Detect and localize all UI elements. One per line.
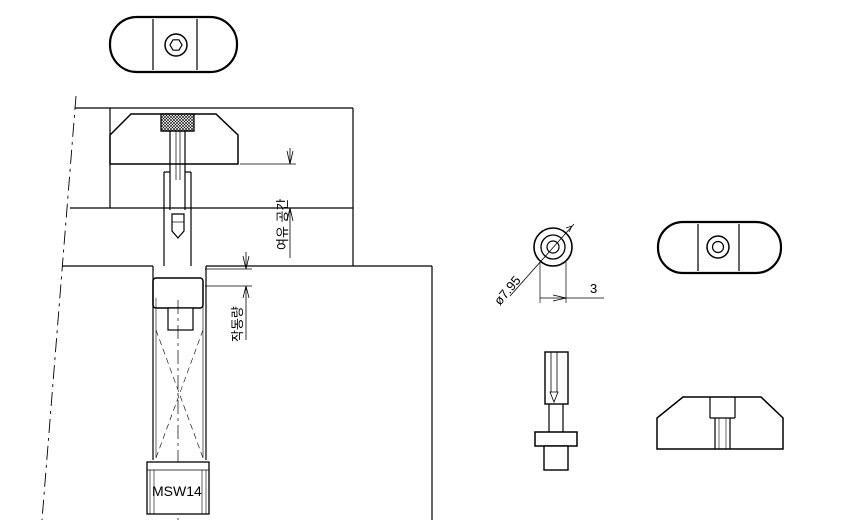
clamp-plan-view <box>656 220 783 275</box>
offset-label: 3 <box>590 281 597 296</box>
screw-side-view <box>534 351 578 471</box>
stroke-label: 작동량 <box>230 306 245 342</box>
part-name-label: MSW14 <box>152 483 202 499</box>
stroke-dimension: 작동량 <box>205 252 252 342</box>
top-plan-view <box>108 15 239 74</box>
diameter-label: ø7.95 <box>491 273 524 308</box>
section-view: MSW14 <box>41 95 433 521</box>
screw-end-view: ø7.95 3 <box>491 223 604 308</box>
clearance-label: 여유 공간 <box>275 199 290 250</box>
clearance-dimension: 여유 공간 <box>240 148 296 258</box>
clamp-side-view <box>656 396 784 450</box>
